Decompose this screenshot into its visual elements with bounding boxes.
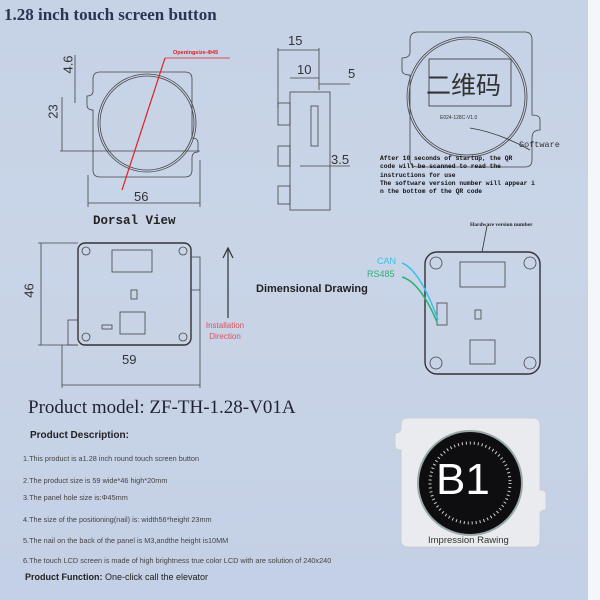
- dorsal-board-drawing: [38, 242, 234, 388]
- dim-top-label: 4.6: [60, 55, 76, 74]
- dimensional-drawing-label: Dimensional Drawing: [256, 283, 368, 295]
- description-item: 3.The panel hole size is:Φ45mm: [23, 493, 128, 502]
- dorsal-view-label: Dorsal View: [93, 214, 176, 228]
- rs485-label: RS485: [367, 269, 395, 279]
- qr-notes: After 10 seconds of startup, the QR code…: [380, 155, 535, 196]
- dim-10-label: 10: [297, 62, 312, 77]
- product-function: Product Function: One-click call the ele…: [25, 572, 208, 582]
- note-line: The software version number will appear …: [380, 179, 535, 187]
- note-line: instructions for use: [380, 171, 456, 179]
- impression-image: [394, 417, 547, 548]
- dim-height-label: 23: [45, 104, 61, 119]
- description-item: 6.The touch LCD screen is made of high b…: [23, 556, 332, 565]
- description-item: 1.This product is a1.28 inch round touch…: [23, 454, 200, 463]
- right-edge: [588, 0, 600, 600]
- note-line: n the bottom of the QR code: [380, 188, 483, 196]
- function-label: Product Function:: [25, 572, 103, 582]
- description-heading: Product Description:: [30, 430, 129, 441]
- qr-version-text: E024-128C-V1.0: [440, 115, 478, 121]
- note-line: code will be scanned to read the: [380, 163, 501, 171]
- note-line: After 10 seconds of startup, the QR: [380, 155, 513, 162]
- screen-b1-text: B1: [436, 455, 490, 504]
- side-view-drawing: [277, 48, 350, 211]
- impression-caption: Impression Rawing: [428, 535, 509, 546]
- dim-15-label: 15: [288, 33, 303, 48]
- product-model: Product model: ZF-TH-1.28-V01A: [28, 397, 296, 418]
- dorsal-dim-width: 59: [122, 352, 137, 367]
- direction-line: Direction: [209, 332, 241, 341]
- description-item: 4.The size of the positioning(nail) is: …: [23, 515, 212, 524]
- page-title: 1.28 inch touch screen button: [4, 5, 217, 24]
- dim-5-label: 5: [348, 66, 356, 81]
- opening-size-label: Openingsize-Φ45: [173, 50, 219, 56]
- dim-3-5-label: 3.5: [331, 152, 350, 167]
- function-value: One-click call the elevator: [105, 572, 209, 582]
- software-label: Software: [519, 140, 560, 150]
- qr-placeholder-text: 二维码: [426, 71, 502, 100]
- description-item: 2.The product size is 59 wide*46 high*20…: [23, 476, 168, 485]
- front-view-drawing: [60, 55, 230, 207]
- dim-width-label: 56: [134, 189, 149, 204]
- hardware-version-label: Hardware version number: [470, 222, 533, 228]
- back-board-drawing: [401, 225, 541, 375]
- installation-line: Installation: [205, 321, 245, 330]
- dorsal-dim-height: 46: [21, 283, 37, 298]
- qr-view-drawing: [401, 31, 541, 168]
- installation-direction-label: Installation Direction: [200, 320, 250, 342]
- description-item: 5.The nail on the back of the panel is M…: [23, 536, 229, 545]
- can-label: CAN: [377, 256, 397, 266]
